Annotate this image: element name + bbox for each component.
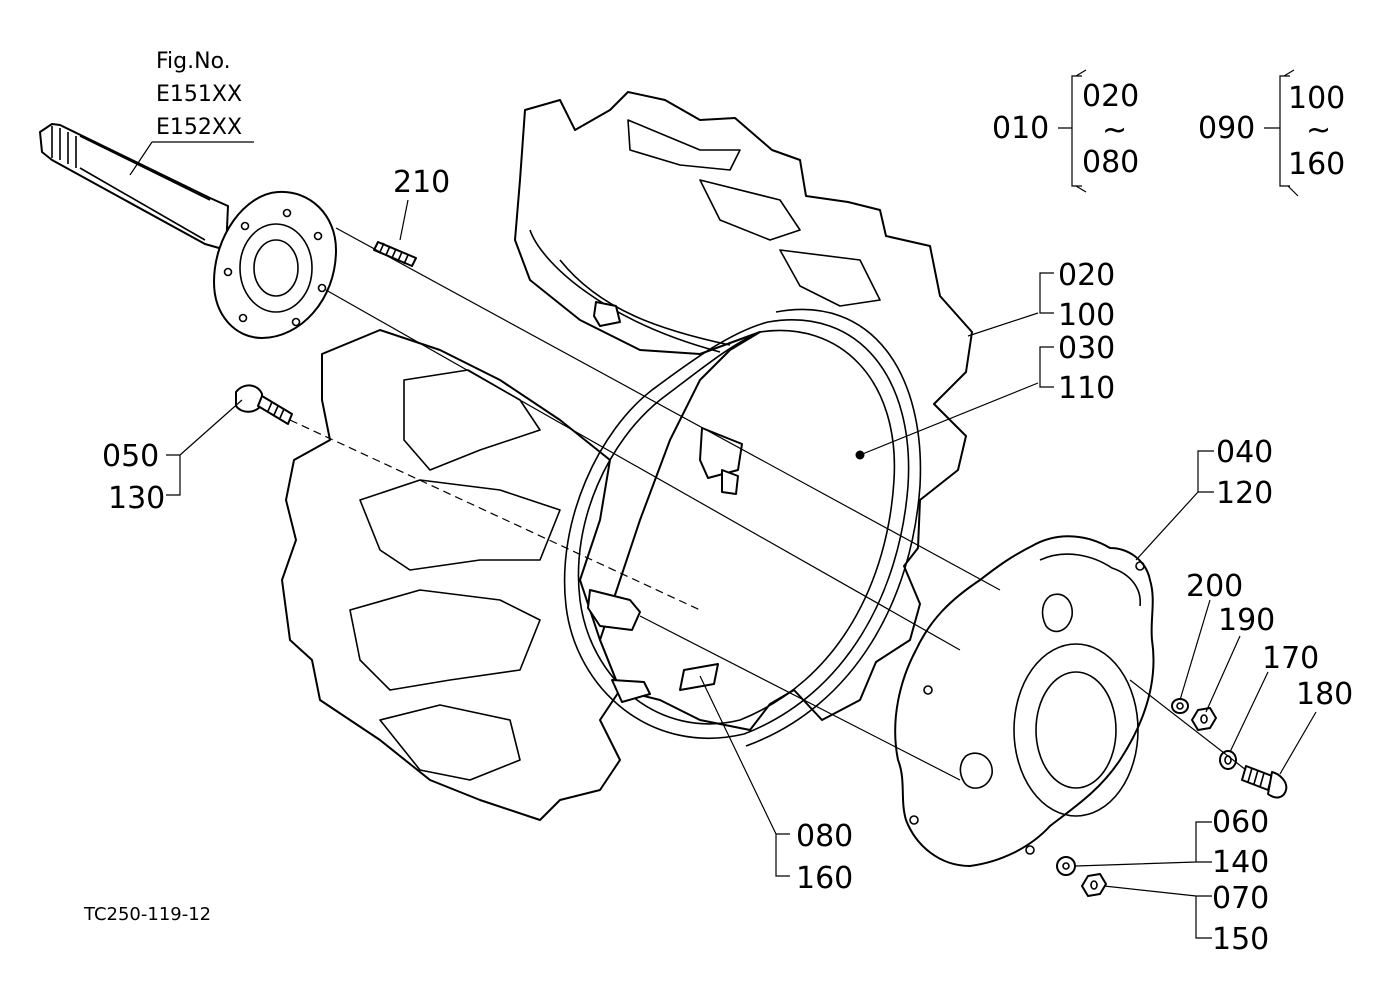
callout-080[interactable]: 080	[796, 819, 853, 854]
callout-050[interactable]: 050	[102, 439, 159, 474]
assembly-key-010: 010	[992, 111, 1049, 146]
nut-200[interactable]	[1171, 698, 1189, 714]
fig-code-1: E151XX	[156, 82, 242, 107]
callout-120[interactable]: 120	[1216, 476, 1273, 511]
callout-070[interactable]: 070	[1212, 881, 1269, 916]
assembly-brackets	[1058, 69, 1299, 197]
leader-lines	[129, 141, 1317, 939]
wheel-disc[interactable]	[894, 535, 1155, 867]
callout-190[interactable]: 190	[1218, 603, 1275, 638]
assembly-010-sep: ~	[1102, 113, 1127, 148]
fig-code-2: E152XX	[156, 115, 242, 140]
callout-110[interactable]: 110	[1058, 371, 1115, 406]
assembly-090-end: 160	[1288, 147, 1345, 182]
callout-170[interactable]: 170	[1262, 641, 1319, 676]
assembly-key-090: 090	[1198, 111, 1255, 146]
callout-100[interactable]: 100	[1058, 298, 1115, 333]
callout-040[interactable]: 040	[1216, 435, 1273, 470]
callout-130[interactable]: 130	[108, 481, 165, 516]
bolt-050[interactable]	[235, 384, 293, 425]
assembly-090-sep: ~	[1306, 113, 1331, 148]
stud-bolt-210[interactable]	[373, 241, 417, 267]
assembly-010-start: 020	[1082, 79, 1139, 114]
callout-180[interactable]: 180	[1296, 677, 1353, 712]
callout-140[interactable]: 140	[1212, 845, 1269, 880]
callout-150[interactable]: 150	[1212, 922, 1269, 957]
wheel-rim[interactable]	[563, 308, 922, 747]
washer-060[interactable]	[1056, 856, 1076, 876]
callout-030[interactable]: 030	[1058, 331, 1115, 366]
assembly-090-start: 100	[1288, 81, 1345, 116]
callout-060[interactable]: 060	[1212, 805, 1269, 840]
callout-210[interactable]: 210	[393, 165, 450, 200]
hub-flange[interactable]	[213, 190, 337, 339]
rim-clip-lower[interactable]	[587, 589, 719, 703]
assembly-010-end: 080	[1082, 145, 1139, 180]
fig-no-label: Fig.No.	[156, 49, 231, 74]
tire[interactable]	[281, 91, 973, 821]
bolt-180[interactable]	[1241, 765, 1288, 799]
callout-200[interactable]: 200	[1186, 569, 1243, 604]
rim-clip-upper[interactable]	[593, 301, 743, 495]
axle-shaft[interactable]	[39, 123, 229, 251]
callout-020[interactable]: 020	[1058, 258, 1115, 293]
drawing-code: TC250-119-12	[83, 904, 211, 925]
callout-160[interactable]: 160	[796, 861, 853, 896]
nut-190[interactable]	[1191, 707, 1217, 731]
nut-070[interactable]	[1081, 873, 1107, 897]
